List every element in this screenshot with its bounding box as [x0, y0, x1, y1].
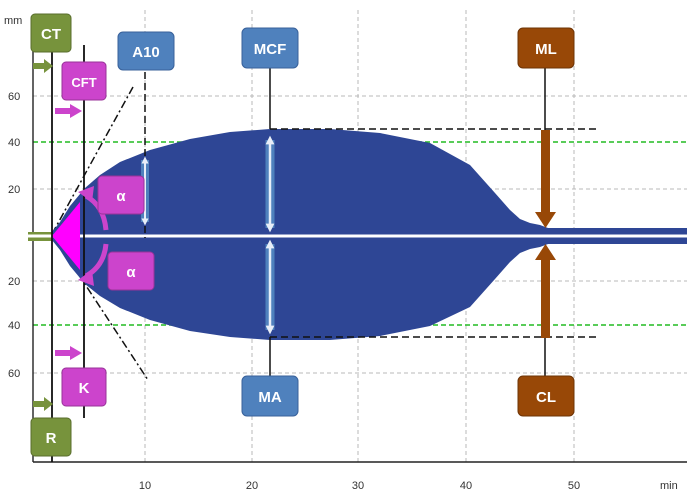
label-ma: MA	[241, 375, 299, 417]
r-arrow	[33, 397, 53, 411]
x-tick-50: 50	[568, 480, 580, 492]
cft-arrow	[55, 104, 82, 118]
ct-arrow	[33, 59, 53, 73]
cl-arrow	[535, 244, 556, 338]
ml-arrow	[535, 130, 556, 228]
y-tick-upper-20: 20	[8, 184, 20, 196]
baseline	[28, 232, 687, 241]
label-mcf: MCF	[241, 27, 299, 69]
y-tick-lower-40: 40	[8, 320, 20, 332]
y-tick-lower-20: 20	[8, 276, 20, 288]
label-alpha-upper: α	[97, 175, 145, 215]
alpha-tangent-lines	[51, 86, 149, 381]
label-cft: CFT	[61, 61, 107, 101]
label-cft-text: CFT	[71, 75, 96, 90]
label-ml-text: ML	[535, 41, 557, 58]
label-cl: CL	[517, 375, 575, 417]
label-alpha-lower: α	[107, 251, 155, 291]
label-r-text: R	[46, 430, 57, 447]
marker-lines	[51, 18, 85, 462]
connector-lines	[269, 63, 546, 378]
label-cl-text: CL	[536, 389, 556, 406]
label-k-text: K	[79, 380, 90, 397]
y-unit-label: mm	[4, 15, 22, 27]
y-tick-upper-40: 40	[8, 137, 20, 149]
axes	[32, 30, 687, 463]
label-alpha-upper-text: α	[116, 188, 126, 205]
label-a10: A10	[117, 31, 175, 71]
grid-green	[33, 141, 687, 326]
x-tick-30: 30	[352, 480, 364, 492]
alpha-arrowhead-lower	[78, 270, 94, 286]
label-r: R	[30, 417, 72, 457]
label-ct: CT	[30, 13, 72, 53]
label-a10-text: A10	[132, 44, 160, 61]
alpha-arrowhead-upper	[78, 186, 94, 202]
label-ma-text: MA	[258, 389, 281, 406]
x-tick-20: 20	[246, 480, 258, 492]
label-ct-text: CT	[41, 26, 61, 43]
label-alpha-lower-text: α	[126, 264, 136, 281]
x-tick-10: 10	[139, 480, 151, 492]
x-unit-label: min	[660, 480, 678, 492]
label-k: K	[61, 367, 107, 407]
y-tick-lower-60: 60	[8, 368, 20, 380]
alpha-angle-wedge	[52, 202, 80, 270]
label-ml: ML	[517, 27, 575, 69]
y-tick-upper-60: 60	[8, 91, 20, 103]
k-arrow	[55, 346, 82, 360]
label-mcf-text: MCF	[254, 41, 287, 58]
x-tick-40: 40	[460, 480, 472, 492]
